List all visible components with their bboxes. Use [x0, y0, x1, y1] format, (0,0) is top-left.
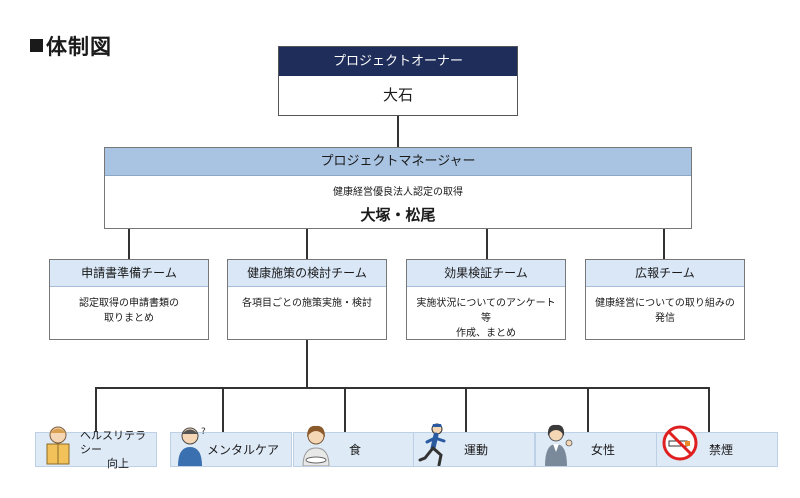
team-header: 健康施策の検討チーム	[228, 260, 386, 287]
team-box-application: 申請書準備チーム 認定取得の申請書類の取りまとめ	[49, 259, 209, 340]
connector-manager-team-3	[486, 229, 488, 259]
team-description: 認定取得の申請書類の取りまとめ	[79, 298, 179, 324]
team-box-health-measures: 健康施策の検討チーム 各項目ごとの施策実施・検討	[227, 259, 387, 340]
connector-manager-team-1	[128, 229, 130, 259]
team-box-effect-verification: 効果検証チーム 実施状況についてのアンケート等作成、まとめ	[406, 259, 566, 340]
project-manager-header: プロジェクトマネージャー	[105, 148, 691, 176]
connector-manager-team-4	[663, 229, 665, 259]
activity-women: 女性	[535, 424, 657, 467]
activity-label: 禁煙	[709, 443, 734, 457]
activity-label: 運動	[464, 443, 489, 457]
team-box-pr: 広報チーム 健康経営についての取り組みの発信	[585, 259, 745, 340]
project-owner-box: プロジェクトオーナー 大石	[278, 46, 518, 116]
activity-health-literacy: ヘルスリテラシー向上	[35, 426, 157, 470]
woman-icon	[545, 424, 573, 466]
connector-activity-1	[95, 387, 97, 432]
team-description: 実施状況についてのアンケート等作成、まとめ	[416, 298, 556, 339]
activity-no-smoking: 禁煙	[656, 425, 778, 467]
activity-bus-line	[95, 387, 710, 389]
connector-activity-6	[708, 387, 710, 432]
activity-mental-care: ? メンタルケア	[170, 427, 292, 467]
team-description: 各項目ごとの施策実施・検討	[242, 298, 372, 309]
project-manager-names: 大塚・松尾	[360, 206, 436, 224]
activity-label: 食	[349, 443, 362, 457]
project-manager-subtitle: 健康経営優良法人認定の取得	[333, 187, 463, 198]
activity-label: 女性	[591, 443, 616, 457]
connector-owner-manager	[397, 116, 399, 147]
activity-label: メンタルケア	[207, 443, 280, 457]
project-owner-header: プロジェクトオーナー	[279, 47, 517, 76]
reading-person-icon	[46, 426, 70, 465]
team-header: 効果検証チーム	[407, 260, 565, 287]
activity-label: ヘルスリテラシー向上	[80, 428, 146, 470]
connector-activity-2	[222, 387, 224, 432]
svg-text:?: ?	[201, 427, 206, 437]
team-description: 健康経営についての取り組みの発信	[595, 298, 735, 324]
connector-activity-4	[465, 387, 467, 432]
square-bullet-icon	[30, 39, 43, 52]
eating-person-icon	[302, 425, 330, 466]
no-smoking-icon	[662, 425, 698, 461]
running-person-icon	[418, 423, 446, 466]
team-header: 広報チーム	[586, 260, 744, 287]
project-owner-name: 大石	[382, 86, 413, 104]
connector-activity-3	[344, 387, 346, 432]
activity-exercise: 運動	[413, 423, 535, 467]
project-manager-box: プロジェクトマネージャー 健康経営優良法人認定の取得 大塚・松尾	[104, 147, 692, 229]
worried-person-icon: ?	[178, 427, 206, 466]
connector-team2-activities	[306, 340, 308, 388]
team-header: 申請書準備チーム	[50, 260, 208, 287]
page-title-text: 体制図	[46, 35, 112, 59]
page-title: 体制図	[30, 31, 112, 61]
connector-manager-team-2	[306, 229, 308, 259]
connector-activity-5	[587, 387, 589, 432]
activity-food: 食	[293, 425, 415, 467]
